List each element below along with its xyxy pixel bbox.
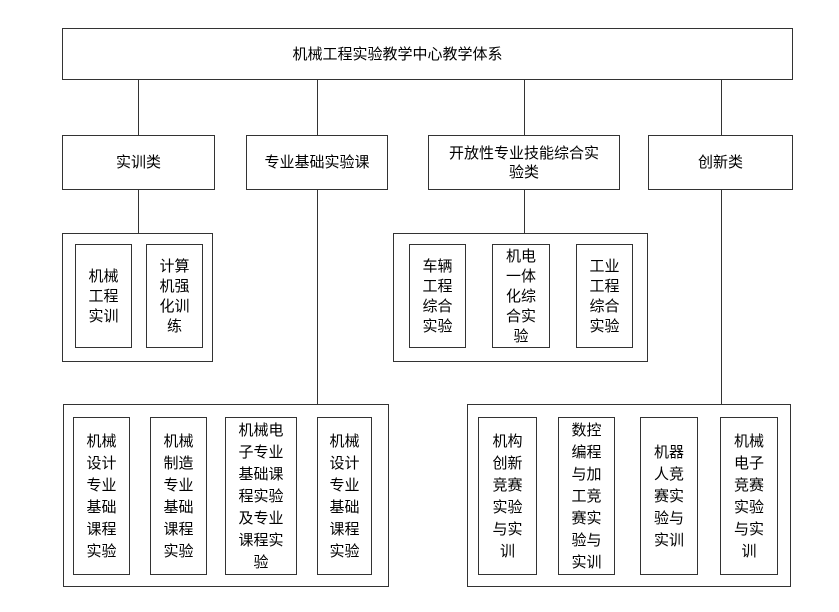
category-training-label: 实训类 <box>115 153 161 171</box>
node-mechanical-design-course-experiment-2: 机械设计专业基础课程实验 <box>317 417 372 575</box>
node-computer-intensive-training: 计算机强化训练 <box>146 244 203 348</box>
node-mechatronics-contest: 机械电子竞赛实验与实训 <box>720 417 778 575</box>
computer-intensive-training-label: 计算机强化训练 <box>159 257 190 335</box>
category-open-comprehensive-label: 开放性专业技能综合实验类 <box>448 143 599 181</box>
node-mechanism-innovation-contest: 机构创新竞赛实验与实训 <box>478 417 537 575</box>
connector-root-to-training <box>138 80 139 135</box>
node-mechanical-manufacturing-course-experiment: 机械制造专业基础课程实验 <box>150 417 207 575</box>
connector-basic-course-to-group <box>317 190 318 404</box>
node-mechanical-design-course-experiment-1: 机械设计专业基础课程实验 <box>73 417 130 575</box>
node-category-open-comprehensive: 开放性专业技能综合实验类 <box>428 135 620 190</box>
connector-innovation-to-group <box>721 190 722 404</box>
connector-root-to-open-comprehensive <box>524 80 525 135</box>
node-vehicle-engineering-experiment: 车辆工程综合实验 <box>409 244 466 348</box>
connector-training-to-group <box>138 190 139 233</box>
node-mechatronics-course-experiment: 机械电子专业基础课程实验及专业课程实验 <box>225 417 297 575</box>
connector-root-to-basic-course <box>317 80 318 135</box>
robot-contest-label: 机器人竞赛实验与实训 <box>653 443 684 549</box>
node-root: 机械工程实验教学中心教学体系 <box>62 28 793 80</box>
mechanical-design-course-experiment-2-label: 机械设计专业基础课程实验 <box>329 432 360 560</box>
node-category-training: 实训类 <box>62 135 215 190</box>
node-robot-contest: 机器人竞赛实验与实训 <box>640 417 698 575</box>
connector-root-to-innovation <box>721 80 722 135</box>
mechatronics-contest-label: 机械电子竞赛实验与实训 <box>733 432 764 560</box>
mechanism-innovation-contest-label: 机构创新竞赛实验与实训 <box>492 432 523 560</box>
mechanical-engineering-training-label: 机械工程实训 <box>88 267 119 325</box>
mechanical-manufacturing-course-experiment-label: 机械制造专业基础课程实验 <box>163 432 194 560</box>
category-innovation-label: 创新类 <box>697 153 743 171</box>
node-category-innovation: 创新类 <box>648 135 793 190</box>
mechatronics-course-experiment-label: 机械电子专业基础课程实验及专业课程实验 <box>238 421 284 571</box>
node-mechatronics-experiment: 机电一体化综合实验 <box>492 244 550 348</box>
node-mechanical-engineering-training: 机械工程实训 <box>75 244 132 348</box>
node-category-basic-course: 专业基础实验课 <box>246 135 388 190</box>
vehicle-engineering-experiment-label: 车辆工程综合实验 <box>422 257 453 335</box>
connector-open-comprehensive-to-group <box>524 190 525 233</box>
cnc-programming-contest-label: 数控编程与加工竞赛实验与实训 <box>571 421 602 571</box>
node-root-label: 机械工程实验教学中心教学体系 <box>292 44 503 63</box>
mechanical-design-course-experiment-1-label: 机械设计专业基础课程实验 <box>86 432 117 560</box>
mechatronics-experiment-label: 机电一体化综合实验 <box>505 247 536 345</box>
category-basic-course-label: 专业基础实验课 <box>264 153 370 171</box>
node-cnc-programming-contest: 数控编程与加工竞赛实验与实训 <box>558 417 615 575</box>
industrial-engineering-experiment-label: 工业工程综合实验 <box>589 257 620 335</box>
node-industrial-engineering-experiment: 工业工程综合实验 <box>576 244 633 348</box>
